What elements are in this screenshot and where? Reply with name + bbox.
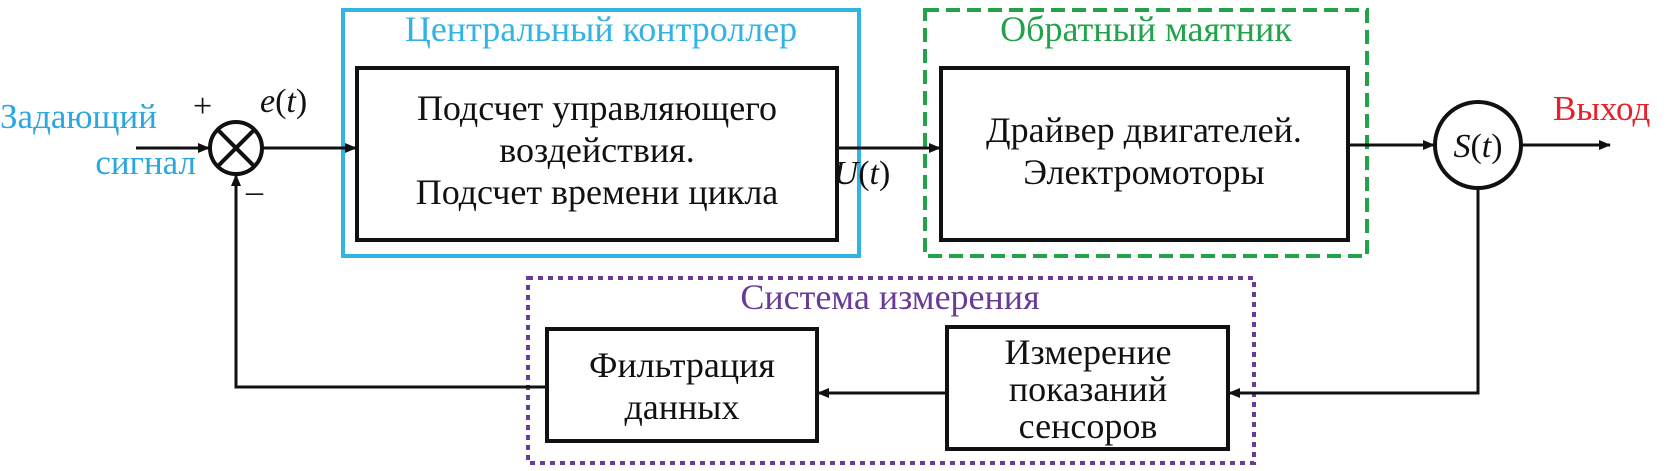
state-label: S(t) xyxy=(1453,128,1502,165)
control-signal-label: U(t) xyxy=(834,155,891,192)
filter-block-line-1: Фильтрация xyxy=(589,345,775,385)
feedback-return-wire xyxy=(231,174,547,389)
measurement-title: Система измерения xyxy=(740,277,1039,317)
pendulum-group-frame xyxy=(923,8,1369,258)
input-label-line-1: Задающий xyxy=(0,97,157,136)
controller-title: Центральный контроллер xyxy=(405,9,797,49)
controller-block-line-2: воздействия. xyxy=(499,130,694,170)
motor-driver-block xyxy=(939,66,1350,242)
filter-block-line-2: данных xyxy=(624,387,739,427)
minus-sign: – xyxy=(245,173,264,210)
measurement-feedback-wire xyxy=(1228,188,1480,398)
pendulum-title: Обратный маятник xyxy=(1000,9,1292,49)
summing-junction-cross xyxy=(216,128,256,168)
sensor-block-line-2: показаний xyxy=(1009,369,1167,409)
motor-driver-line-2: Электромоторы xyxy=(1023,152,1265,192)
sensor-block-line-1: Измерение xyxy=(1005,332,1172,372)
error-signal-label: e(t) xyxy=(260,83,307,120)
output-label: Выход xyxy=(1553,89,1651,128)
sensor-block xyxy=(945,325,1230,451)
input-label-line-2: сигнал xyxy=(95,143,196,182)
controller-block-line-3: Подсчет времени цикла xyxy=(416,172,779,212)
motor-driver-line-1: Драйвер двигателей. xyxy=(986,110,1302,150)
measurement-group-frame xyxy=(526,276,1256,465)
plus-sign: + xyxy=(193,88,212,125)
sensor-block-line-3: сенсоров xyxy=(1019,406,1158,446)
controller-group-frame xyxy=(341,8,861,258)
filter-block xyxy=(545,327,819,443)
controller-block-line-1: Подсчет управляющего xyxy=(417,88,777,128)
controller-block xyxy=(355,66,839,242)
